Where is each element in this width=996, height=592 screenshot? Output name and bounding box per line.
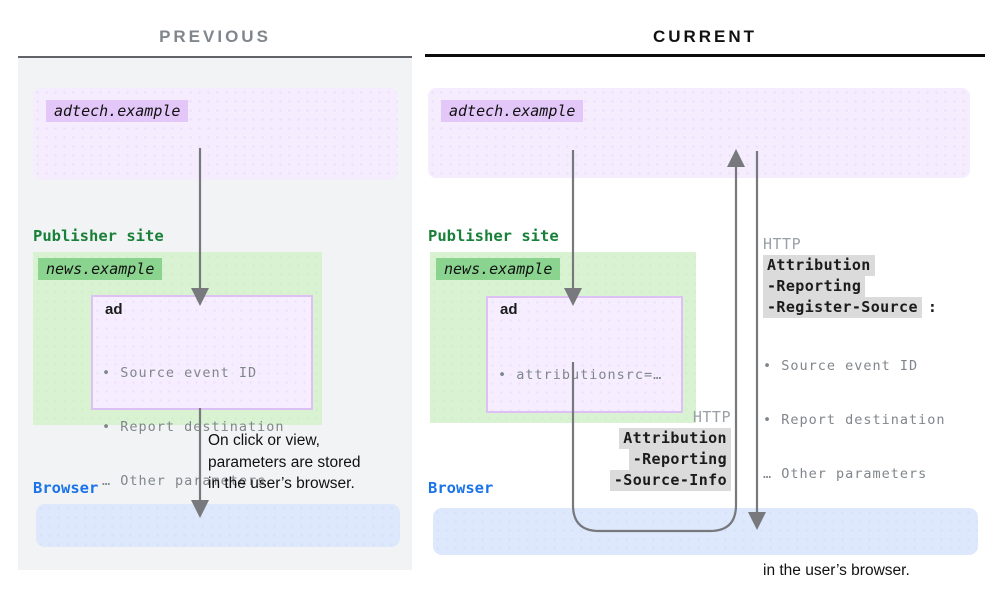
previous-storage-note: On click or view, parameters are stored … xyxy=(208,430,361,495)
current-title: CURRENT xyxy=(652,27,758,46)
current-ad-title: ad xyxy=(500,301,518,318)
header-line: Attribution xyxy=(610,428,731,449)
previous-publisher-site-label: Publisher site xyxy=(33,227,164,245)
previous-ad-bullet: … Other parameters xyxy=(102,473,267,489)
current-publisher-site-label: Publisher site xyxy=(428,227,559,245)
note-line: in the user’s browser. xyxy=(208,475,355,492)
header-part: -Source-Info xyxy=(609,470,731,491)
previous-adtech-label: adtech.example xyxy=(46,100,189,122)
previous-adtech-label-wrap: adtech.example xyxy=(46,100,189,122)
current-title-underline xyxy=(425,54,985,57)
previous-ad-box xyxy=(91,295,313,410)
previous-title-underline xyxy=(18,56,412,58)
previous-browser-label: Browser xyxy=(33,479,99,497)
register-source-bullet: • Report destination xyxy=(763,412,946,428)
current-browser-label: Browser xyxy=(428,479,494,497)
previous-news-label-wrap: news.example xyxy=(38,258,163,280)
note-line: On click or view, xyxy=(208,432,320,449)
previous-news-label: news.example xyxy=(38,258,163,280)
previous-title: PREVIOUS xyxy=(159,27,271,46)
previous-ad-bullet: • Source event ID xyxy=(102,365,258,381)
note-line: parameters are stored xyxy=(208,453,361,471)
previous-ad-bullet: • Report destination xyxy=(102,419,285,435)
previous-ad-title: ad xyxy=(105,301,123,318)
current-ad-bullet: • attributionsrc=… xyxy=(498,367,663,383)
current-ad-bullets: • attributionsrc=… xyxy=(498,330,662,420)
header-line: -Register-Source: xyxy=(763,297,946,318)
header-line: -Reporting xyxy=(610,449,731,470)
previous-browser-box xyxy=(36,504,400,547)
register-source-bullet: • Source event ID xyxy=(763,358,919,374)
http-source-info-block: HTTP Attribution -Reporting -Source-Info xyxy=(609,408,731,491)
current-adtech-label: adtech.example xyxy=(441,100,584,122)
http-protocol-label: HTTP xyxy=(763,235,802,253)
header-part: -Reporting xyxy=(628,449,731,470)
header-line: -Reporting xyxy=(763,276,946,297)
current-adtech-label-wrap: adtech.example xyxy=(441,100,584,122)
current-browser-box xyxy=(433,508,978,555)
http-protocol-label: HTTP xyxy=(692,408,731,426)
note-line: in the user’s browser. xyxy=(763,561,910,579)
header-part: -Reporting xyxy=(763,276,866,297)
register-source-bullet: … Other parameters xyxy=(763,466,928,482)
register-source-bullets: • Source event ID • Report destination …… xyxy=(763,321,946,519)
header-line: -Source-Info xyxy=(609,470,731,491)
current-news-label-wrap: news.example xyxy=(436,258,561,280)
header-part: Attribution xyxy=(763,255,875,276)
header-colon: : xyxy=(927,298,937,316)
header-part: Attribution xyxy=(619,428,731,449)
previous-ad-bullets: • Source event ID • Report destination …… xyxy=(102,328,285,526)
header-part: -Register-Source xyxy=(763,297,922,318)
header-line: Attribution xyxy=(763,255,946,276)
current-news-label: news.example xyxy=(436,258,561,280)
